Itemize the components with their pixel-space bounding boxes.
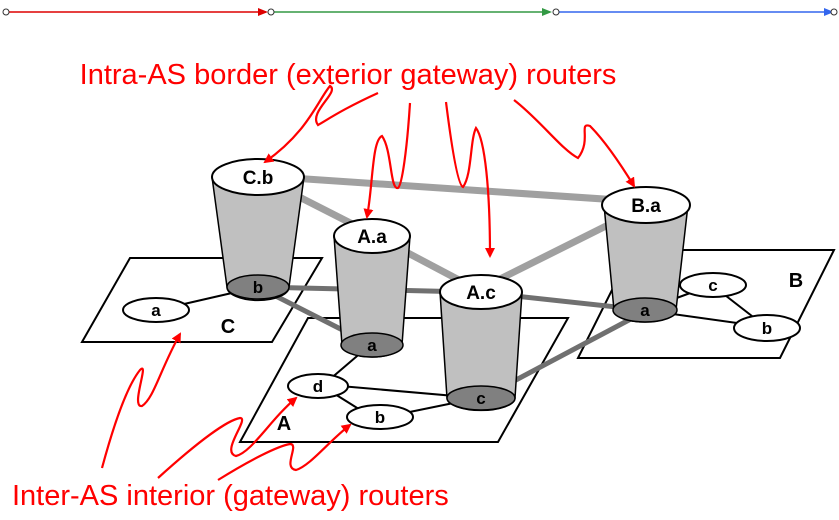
progress-node [830, 8, 838, 16]
caption-bottom: Inter-AS interior (gateway) routers [12, 480, 449, 512]
top-annotation-arrows [263, 84, 636, 258]
label-c-b: b [253, 278, 263, 297]
label-aa: A.a [357, 227, 387, 248]
label-as-c: C [221, 316, 235, 338]
router-top-aa [333, 218, 411, 254]
link-cb-ba [261, 172, 649, 206]
label-ac: A.c [466, 283, 496, 304]
router-labels: C.b A.a A.c B.a b a a d b c a c b C A B [151, 168, 803, 435]
router-b-b [733, 314, 801, 342]
router-top-ba [601, 186, 691, 224]
router-a-c [446, 385, 516, 411]
progress-node [267, 8, 275, 16]
label-c-a: a [151, 301, 161, 320]
router-c-a [122, 297, 190, 323]
arrow-to-cb [263, 84, 379, 164]
cylinder-aa [333, 218, 411, 358]
progress-bar [2, 8, 838, 16]
router-c-b [226, 274, 290, 300]
router-a-b [346, 404, 414, 430]
label-a-d: d [313, 377, 323, 396]
bottom-annotation-arrows [100, 332, 352, 481]
interior-routers [122, 272, 801, 430]
label-a-a: a [367, 336, 377, 355]
router-b-a [612, 297, 678, 323]
progress-node [552, 8, 560, 16]
progress-node [2, 8, 10, 16]
cylinder-cb [211, 158, 305, 302]
label-a-b: b [375, 408, 385, 427]
router-a-a [340, 332, 404, 358]
arrow-to-ba [513, 99, 636, 188]
label-b-b: b [762, 319, 772, 338]
label-as-b: B [789, 270, 803, 292]
progress-arrow-2-icon [542, 8, 552, 16]
router-a-d [287, 373, 349, 399]
label-a-c: c [476, 389, 485, 408]
router-top-cb [211, 158, 305, 196]
cylinder-ac [439, 274, 523, 412]
gateway-cylinders [211, 158, 691, 412]
arrow-to-aa [363, 102, 412, 219]
arrow-to-a-d [157, 396, 298, 479]
arrow-to-a-b [217, 423, 352, 481]
arrow-to-c-a [100, 332, 181, 469]
arrow-to-ac [444, 101, 495, 258]
label-b-a: a [640, 301, 650, 320]
progress-arrow-3-icon [824, 8, 834, 16]
label-as-a: A [277, 413, 291, 435]
progress-arrow-1-icon [258, 8, 268, 16]
router-b-c [679, 272, 747, 298]
router-top-ac [439, 274, 523, 310]
cylinder-ba [601, 186, 691, 323]
caption-top: Intra-AS border (exterior gateway) route… [80, 59, 617, 91]
label-cb: C.b [243, 168, 274, 189]
label-ba: B.a [631, 196, 661, 217]
label-b-c: c [708, 276, 717, 295]
